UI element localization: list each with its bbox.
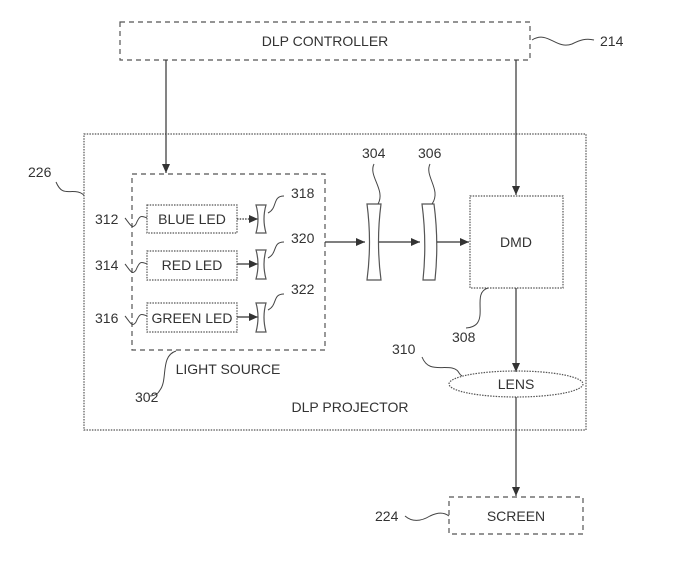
lens-label: LENS — [498, 376, 535, 392]
ref-312: 312 — [95, 211, 119, 227]
ref-leader-302 — [149, 350, 177, 397]
lens: LENS — [448, 370, 584, 398]
dmd: DMD — [469, 195, 564, 289]
ref-316: 316 — [95, 310, 119, 326]
ref-leader-322 — [267, 293, 285, 311]
ref-leader-318 — [267, 195, 285, 214]
light-source: LIGHT SOURCE — [131, 173, 326, 377]
ref-320: 320 — [291, 230, 315, 246]
ref-leader-306 — [428, 163, 436, 205]
blue-led-label: BLUE LED — [158, 211, 226, 227]
ref-304: 304 — [362, 145, 386, 161]
blue-led: BLUE LED — [146, 204, 238, 234]
ref-leader-304 — [372, 163, 381, 205]
ref-314: 314 — [95, 257, 119, 273]
ref-leader-310 — [421, 356, 463, 377]
optic-306 — [421, 203, 438, 281]
red-led-label: RED LED — [162, 257, 223, 273]
light-source-label: LIGHT SOURCE — [176, 361, 281, 377]
dlp-controller: DLP CONTROLLER — [119, 21, 531, 61]
ref-leader-314 — [124, 261, 148, 273]
dmd-label: DMD — [500, 234, 532, 250]
ref-214: 214 — [600, 33, 624, 49]
ref-322: 322 — [291, 281, 315, 297]
dlp-controller-label: DLP CONTROLLER — [262, 33, 389, 49]
ref-224: 224 — [375, 508, 399, 524]
ref-leader-214 — [531, 36, 595, 46]
ref-leader-308 — [465, 287, 489, 329]
ref-306: 306 — [418, 145, 442, 161]
ref-310: 310 — [392, 341, 416, 357]
screen-label: SCREEN — [487, 508, 545, 524]
red-led: RED LED — [146, 250, 238, 281]
dlp-projector: DLP PROJECTOR — [83, 133, 587, 431]
ref-leader-316 — [124, 313, 148, 325]
blue-lens-element — [255, 204, 267, 234]
ref-308: 308 — [452, 329, 476, 345]
green-lens-element — [255, 302, 267, 333]
ref-leader-224 — [404, 512, 450, 521]
dlp-projector-label: DLP PROJECTOR — [292, 399, 409, 415]
ref-302: 302 — [135, 389, 159, 405]
red-lens-element — [255, 249, 267, 280]
ref-leader-320 — [267, 241, 285, 259]
screen: SCREEN — [448, 496, 584, 535]
optic-304 — [366, 203, 382, 281]
ref-leader-312 — [124, 215, 148, 227]
green-led-label: GREEN LED — [152, 310, 233, 326]
ref-318: 318 — [291, 185, 315, 201]
green-led: GREEN LED — [146, 302, 238, 333]
ref-226: 226 — [28, 164, 52, 180]
ref-leader-226 — [55, 181, 85, 197]
